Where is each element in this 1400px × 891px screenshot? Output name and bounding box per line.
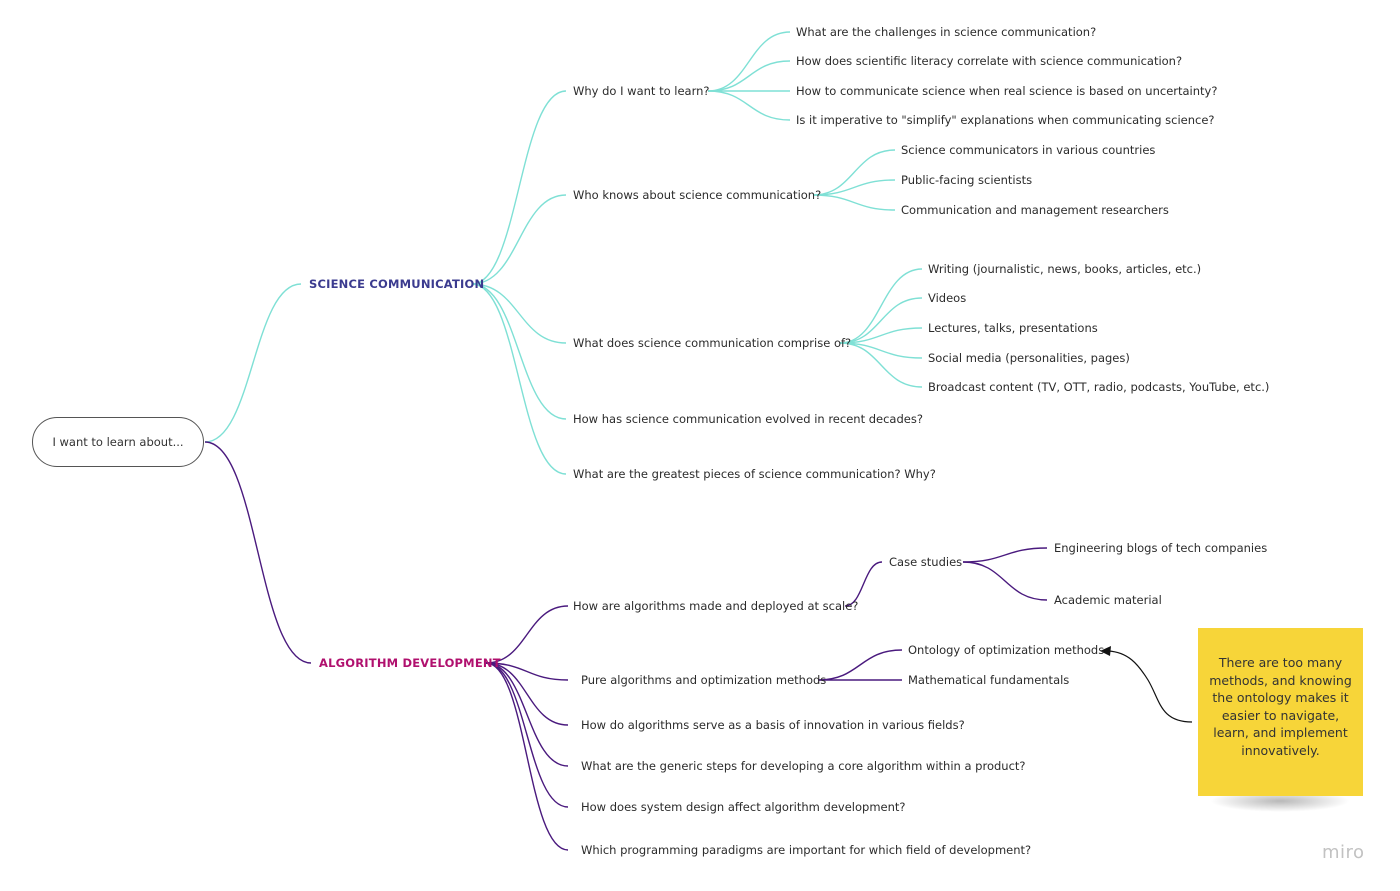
- subtopic-communicators[interactable]: Science communicators in various countri…: [901, 143, 1156, 157]
- edge-why-sub-3: [707, 90, 791, 121]
- subtopic-ontology[interactable]: Ontology of optimization methods: [908, 643, 1105, 657]
- edge-comprise-sub-4: [839, 342, 923, 388]
- edge-science-topic-0: [471, 90, 567, 285]
- edge-science-topic-4: [471, 283, 567, 475]
- edge-who-sub-2: [812, 194, 896, 211]
- topic-greatest-pieces[interactable]: What are the greatest pieces of science …: [573, 467, 936, 481]
- edge-case-academic: [962, 561, 1048, 601]
- edge-algorithm-topic-3: [485, 662, 569, 767]
- edge-pure-ontology: [817, 649, 903, 681]
- topic-generic-steps[interactable]: What are the generic steps for developin…: [581, 759, 1026, 773]
- subtopic-math-fundamentals[interactable]: Mathematical fundamentals: [908, 673, 1070, 687]
- topic-comprise[interactable]: What does science communication comprise…: [573, 336, 852, 350]
- branch-algorithm-development[interactable]: ALGORITHM DEVELOPMENT: [319, 656, 501, 670]
- edge-algorithm-topic-1: [485, 662, 569, 681]
- topic-pure-algorithms[interactable]: Pure algorithms and optimization methods: [581, 673, 827, 687]
- miro-watermark: miro: [1322, 842, 1365, 863]
- topic-programming-paradigms[interactable]: Which programming paradigms are importan…: [581, 843, 1032, 857]
- edge-scale-case-studies: [844, 561, 883, 607]
- edge-who-sub-1: [812, 179, 896, 196]
- subtopic-researchers[interactable]: Communication and management researchers: [901, 203, 1169, 217]
- subtopic-lectures[interactable]: Lectures, talks, presentations: [928, 321, 1098, 335]
- topic-innovation-basis[interactable]: How do algorithms serve as a basis of in…: [581, 718, 965, 732]
- topic-evolved[interactable]: How has science communication evolved in…: [573, 412, 923, 426]
- edge-science-topic-2: [471, 283, 567, 344]
- edge-why-sub-1: [707, 60, 791, 92]
- subtopic-academic-material[interactable]: Academic material: [1054, 593, 1162, 607]
- annotation-arrow-line: [1107, 650, 1193, 723]
- edge-case-engineering: [962, 547, 1048, 563]
- topic-why-learn[interactable]: Why do I want to learn?: [573, 84, 710, 98]
- branch-science-communication[interactable]: SCIENCE COMMUNICATION: [309, 277, 485, 291]
- edge-comprise-sub-3: [839, 342, 923, 359]
- arrowhead-icon: [1100, 646, 1111, 656]
- edge-science-topic-3: [471, 283, 567, 420]
- topic-who-knows[interactable]: Who knows about science communication?: [573, 188, 822, 202]
- edge-science-topic-1: [471, 194, 567, 285]
- root-node[interactable]: I want to learn about...: [32, 417, 204, 467]
- subtopic-writing[interactable]: Writing (journalistic, news, books, arti…: [928, 262, 1202, 276]
- subtopic-engineering-blogs[interactable]: Engineering blogs of tech companies: [1054, 541, 1268, 555]
- subtopic-social-media[interactable]: Social media (personalities, pages): [928, 351, 1130, 365]
- sticky-note-text: There are too many methods, and knowing …: [1209, 655, 1352, 758]
- subtopic-challenges[interactable]: What are the challenges in science commu…: [796, 25, 1097, 39]
- subtopic-videos[interactable]: Videos: [928, 291, 967, 305]
- subtopic-scientific-literacy[interactable]: How does scientific literacy correlate w…: [796, 54, 1183, 68]
- edge-algorithm-topic-4: [485, 662, 569, 808]
- topic-deployed-at-scale[interactable]: How are algorithms made and deployed at …: [573, 599, 859, 613]
- subtopic-simplify[interactable]: Is it imperative to "simplify" explanati…: [796, 113, 1215, 127]
- root-node-label: I want to learn about...: [52, 435, 184, 449]
- subtopic-broadcast[interactable]: Broadcast content (TV, OTT, radio, podca…: [928, 380, 1270, 394]
- sticky-note[interactable]: There are too many methods, and knowing …: [1198, 628, 1363, 796]
- subtopic-uncertainty[interactable]: How to communicate science when real sci…: [796, 84, 1218, 98]
- subtopic-public-scientists[interactable]: Public-facing scientists: [901, 173, 1033, 187]
- edge-root-science: [204, 283, 302, 443]
- edge-root-algorithm: [204, 441, 312, 664]
- edge-algorithm-topic-0: [485, 605, 569, 664]
- edge-algorithm-topic-2: [485, 662, 569, 726]
- edge-comprise-sub-1: [839, 297, 923, 344]
- topic-system-design[interactable]: How does system design affect algorithm …: [581, 800, 906, 814]
- subtopic-case-studies[interactable]: Case studies: [889, 555, 963, 569]
- edge-algorithm-topic-5: [485, 662, 569, 851]
- edge-why-sub-0: [707, 31, 791, 92]
- edge-comprise-sub-2: [839, 327, 923, 344]
- edge-comprise-sub-0: [839, 268, 923, 344]
- edge-who-sub-0: [812, 149, 896, 196]
